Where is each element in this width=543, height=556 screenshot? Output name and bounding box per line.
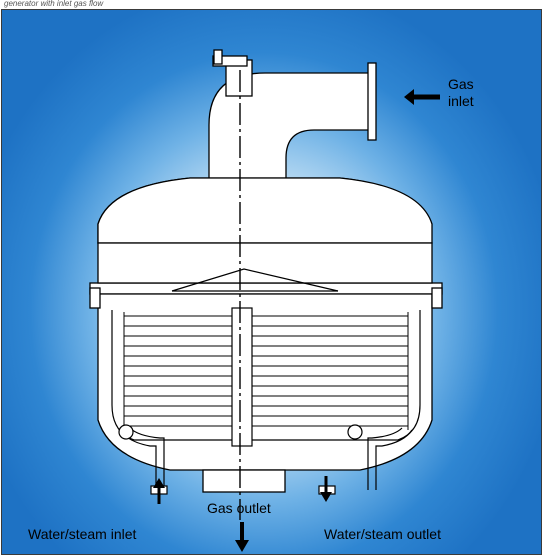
gas-inlet-label-line1: Gas	[448, 76, 474, 92]
caption-fragment: generator with inlet gas flow	[4, 0, 104, 8]
gas-outlet-arrow	[235, 522, 249, 552]
steam-outlet-arrow	[320, 476, 332, 502]
gas-inlet-label-line2: inlet	[448, 93, 474, 109]
water-inlet-arrow	[153, 478, 165, 504]
right-lug	[431, 287, 443, 309]
water-steam-inlet-label: Water/steam inlet	[28, 526, 137, 542]
water-steam-outlet-label: Water/steam outlet	[324, 526, 441, 542]
upper-flange	[89, 282, 443, 295]
top-valve	[213, 49, 223, 65]
gas-outlet-label: Gas outlet	[207, 500, 271, 516]
distribution-baffle	[171, 268, 339, 292]
vessel-upper-shell	[97, 242, 433, 284]
left-lug	[89, 287, 101, 309]
gas-outlet-nozzle	[202, 469, 286, 493]
right-header	[347, 424, 363, 440]
tube-bundle	[123, 312, 409, 430]
top-nozzle-cap	[212, 55, 248, 67]
right-header-pipe	[375, 429, 413, 490]
gas-inlet-arrow	[404, 89, 440, 105]
center-tube	[231, 307, 253, 447]
gas-inlet-flange	[367, 62, 377, 141]
left-header	[118, 424, 134, 440]
inner-shroud	[111, 310, 421, 441]
vessel-lower-shell	[97, 293, 433, 471]
